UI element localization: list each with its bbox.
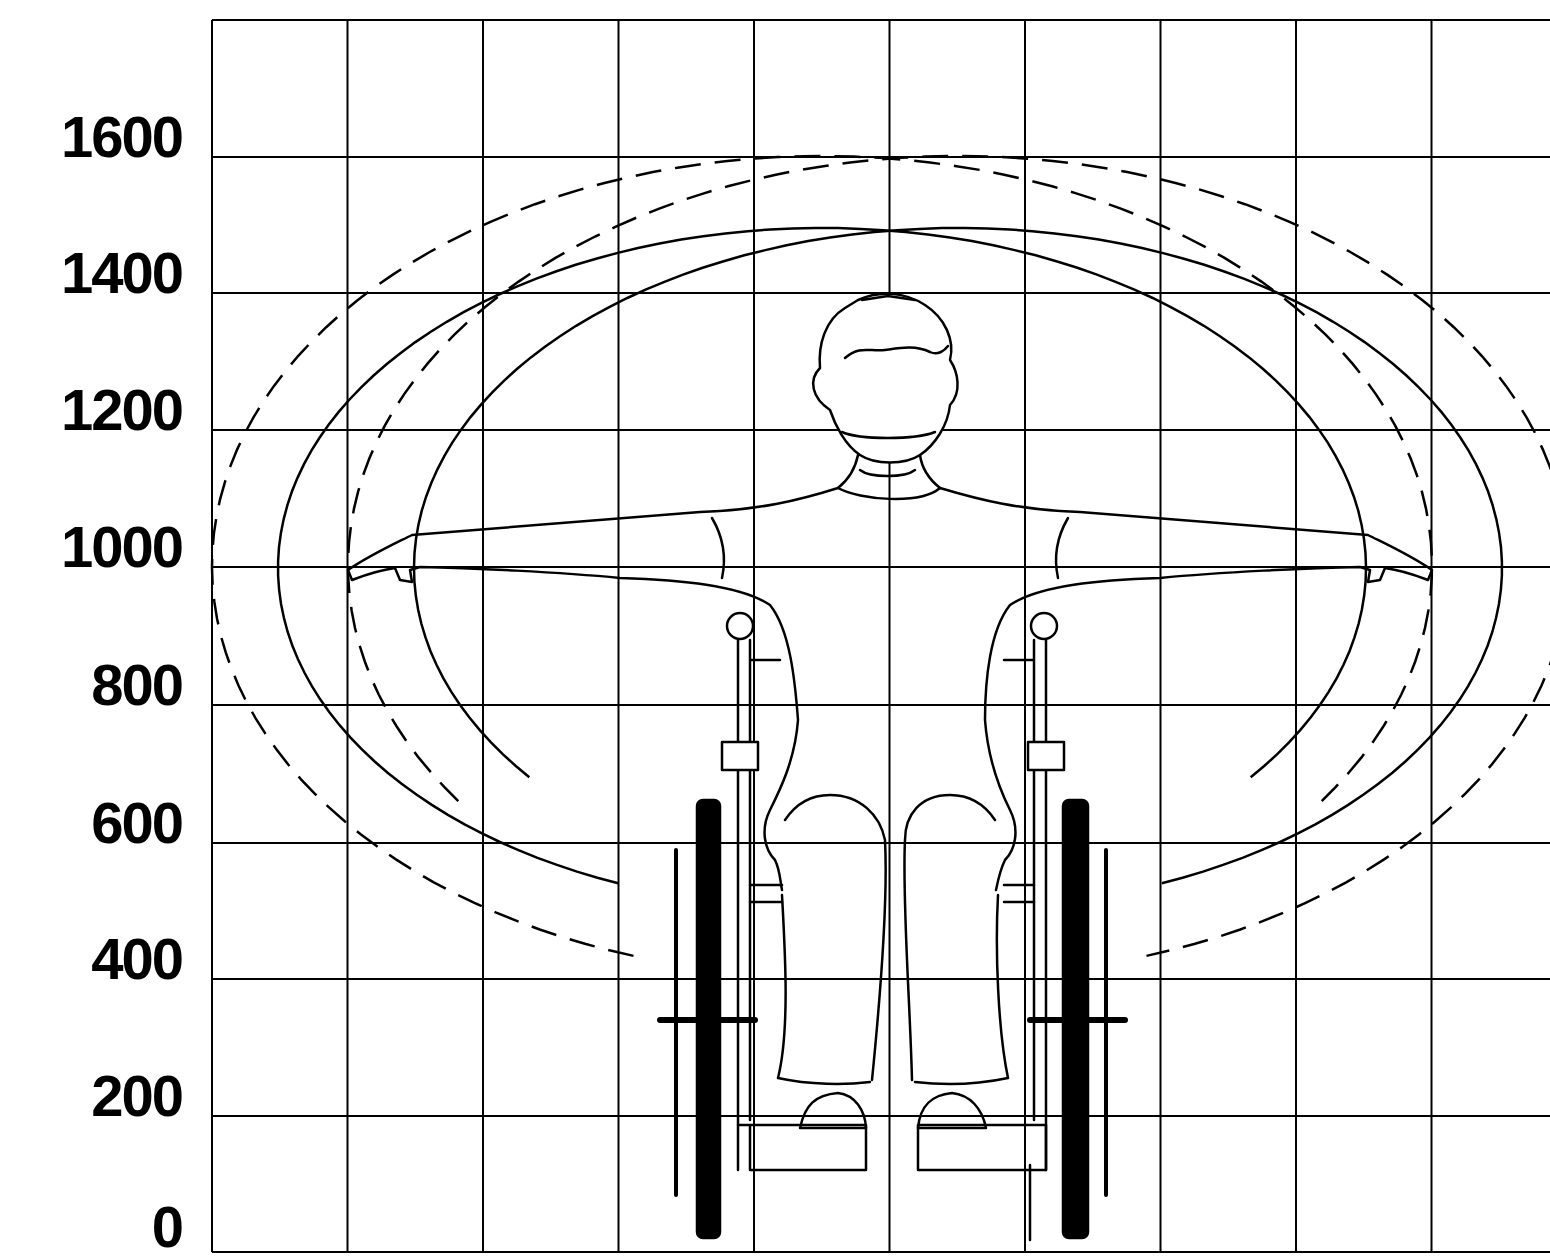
maximum-reach-arc: [348, 156, 1550, 956]
axis-label: 1000: [61, 518, 182, 576]
grid-line: [1295, 20, 1297, 1252]
grid-line: [1431, 20, 1433, 1252]
grid-line: [482, 20, 484, 1252]
grid-line: [212, 704, 1550, 706]
grid-line: [212, 842, 1550, 844]
grid-line: [1024, 20, 1026, 1252]
maximum-reach-arc: [212, 156, 1432, 956]
axis-label: 1600: [61, 108, 182, 166]
axis-label: 400: [91, 930, 182, 988]
comfortable-reach-arc: [414, 228, 1502, 883]
grid-line: [1160, 20, 1162, 1252]
grid-line: [212, 1251, 1550, 1253]
reach-envelope: [212, 156, 1550, 956]
axis-label: 1400: [61, 244, 182, 302]
grid-line: [347, 20, 349, 1252]
axis-label: 600: [91, 794, 182, 852]
grid-line: [212, 19, 1550, 21]
grid-line: [212, 1115, 1550, 1117]
axis-label: 0: [152, 1198, 182, 1256]
axis-label: 1200: [61, 381, 182, 439]
axis-label: 200: [91, 1067, 182, 1125]
grid-line: [889, 20, 891, 1252]
grid-line: [211, 20, 213, 1252]
grid-line: [753, 20, 755, 1252]
grid-line: [618, 20, 620, 1252]
grid: [212, 20, 1550, 1252]
wheelchair-user: [348, 294, 1432, 1240]
axis-label: 800: [91, 656, 182, 714]
